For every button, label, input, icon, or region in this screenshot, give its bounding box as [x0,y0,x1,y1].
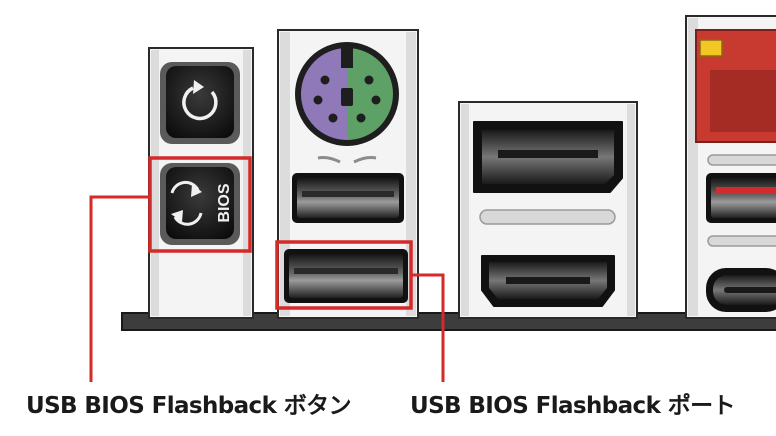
flashback-port-caption: USB BIOS Flashback ポート [410,393,736,419]
ps2-port[interactable] [295,42,399,146]
ps2-usb-module [275,29,419,319]
lan-module [685,15,776,319]
clear-cmos-button[interactable] [160,62,240,144]
video-module [458,101,638,319]
flashback-button-caption: USB BIOS Flashback ボタン [26,393,352,419]
refresh-icon [182,80,218,121]
usb-port-upper[interactable] [292,173,404,223]
usb-c-port[interactable] [706,268,776,312]
callout-line-button [89,195,150,382]
bios-badge-label: BIOS [216,183,233,222]
usb-port-red[interactable] [706,173,776,223]
usb-port-flashback[interactable] [284,249,408,303]
lan-led [699,39,723,57]
callout-line-port [411,273,445,382]
hdmi-port[interactable] [481,255,615,307]
displayport-port[interactable] [473,121,623,193]
video-divider-slot [479,209,616,225]
sync-arrows-icon [170,180,203,226]
lan-divider-slot [707,154,776,166]
bios-button-highlight [148,156,252,253]
button-module: BIOS [148,47,254,319]
bios-flashback-button[interactable]: BIOS [160,163,240,245]
lan-port[interactable] [695,29,776,143]
usb-indicator-ticks [317,156,377,164]
lan-divider-slot-lower [707,235,776,247]
